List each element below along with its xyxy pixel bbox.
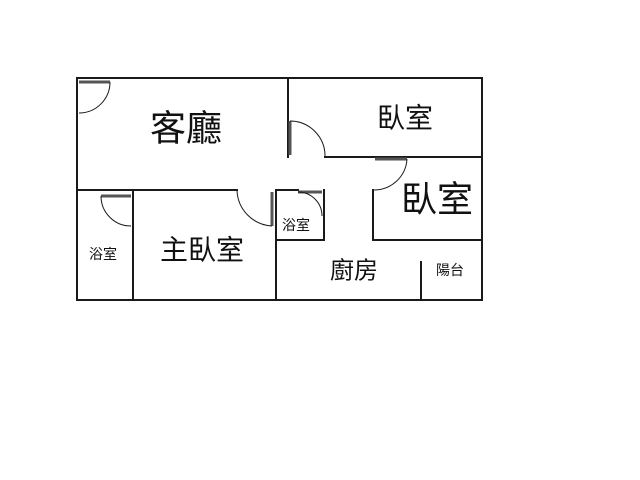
doors — [78, 80, 408, 227]
room-label-living-room: 客廳 — [150, 108, 222, 149]
bathroom-small-door — [297, 190, 323, 217]
room-label-bathroom-small: 浴室 — [282, 217, 310, 233]
room-label-kitchen: 廚房 — [330, 258, 378, 285]
bathroom-left-door — [100, 194, 132, 227]
room-label-bathroom-left: 浴室 — [89, 246, 117, 262]
room-labels: 客廳 臥室 臥室 主臥室 浴室 浴室 廚房 陽台 — [89, 103, 473, 285]
bedroom-upper-door — [288, 120, 326, 158]
room-label-bedroom-lower: 臥室 — [401, 179, 473, 220]
entrance-door — [78, 80, 111, 114]
master-bedroom-door — [236, 189, 274, 227]
room-label-balcony: 陽台 — [436, 262, 464, 278]
bedroom-lower-door — [372, 157, 408, 191]
room-label-master-bedroom: 主臥室 — [160, 235, 244, 266]
room-label-bedroom-upper: 臥室 — [377, 103, 433, 134]
outer-walls — [76, 77, 483, 301]
interior-walls — [76, 77, 483, 301]
